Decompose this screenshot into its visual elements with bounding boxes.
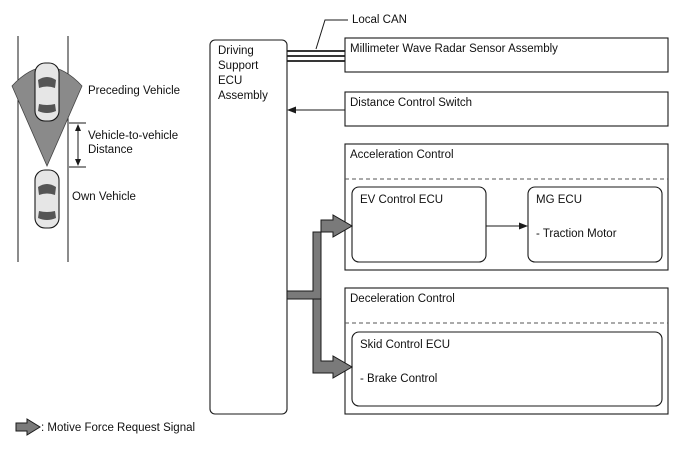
preceding-vehicle-icon <box>34 62 60 122</box>
radar-sensor-box: Millimeter Wave Radar Sensor Assembly <box>344 37 669 73</box>
brake-control-label: - Brake Control <box>360 373 437 385</box>
ev-control-ecu-label: EV Control ECU <box>360 194 443 206</box>
own-vehicle-label: Own Vehicle <box>72 191 136 203</box>
ev-control-ecu-box <box>351 186 487 263</box>
deceleration-control-label: Deceleration Control <box>350 293 455 305</box>
mg-ecu-box <box>527 186 663 263</box>
motive-force-request-arrow-lower <box>312 298 353 379</box>
skid-control-ecu-box <box>351 331 663 407</box>
distance-label-line2: Distance <box>88 144 133 156</box>
own-vehicle-icon <box>34 169 60 229</box>
distance-indicator <box>69 122 86 168</box>
ev-to-mg-arrowhead <box>519 222 528 230</box>
deceleration-control-box: Deceleration Control Skid Control ECU - … <box>344 287 669 415</box>
acceleration-control-box: Acceleration Control EV Control ECU MG E… <box>344 143 669 271</box>
ecu-label-line2: Support <box>218 60 259 72</box>
preceding-vehicle-label: Preceding Vehicle <box>88 85 180 97</box>
distance-switch-label: Distance Control Switch <box>350 97 472 109</box>
mg-ecu-label: MG ECU <box>536 194 582 206</box>
local-can-bus: Local CAN <box>287 14 407 62</box>
road-scene: Preceding Vehicle Vehicle-to-vehicle Dis… <box>11 36 180 262</box>
distance-switch-arrowhead <box>287 106 296 114</box>
ecu-label-line4: Assembly <box>218 90 268 102</box>
motive-force-request-arrows <box>286 214 353 300</box>
driving-support-ecu: Driving Support ECU Assembly <box>209 39 288 415</box>
acceleration-control-label: Acceleration Control <box>350 149 454 161</box>
distance-label-line1: Vehicle-to-vehicle <box>88 130 178 142</box>
distance-switch-box: Distance Control Switch <box>287 91 669 127</box>
legend-label: : Motive Force Request Signal <box>41 422 195 434</box>
traction-motor-label: - Traction Motor <box>536 228 617 240</box>
local-can-label: Local CAN <box>352 14 407 26</box>
radar-sensor-label: Millimeter Wave Radar Sensor Assembly <box>350 43 558 55</box>
ecu-label-line3: ECU <box>218 75 242 87</box>
motive-force-arrow-icon <box>15 418 41 436</box>
skid-control-ecu-label: Skid Control ECU <box>360 339 450 351</box>
legend: : Motive Force Request Signal <box>15 418 195 436</box>
ecu-label-line1: Driving <box>218 45 254 57</box>
